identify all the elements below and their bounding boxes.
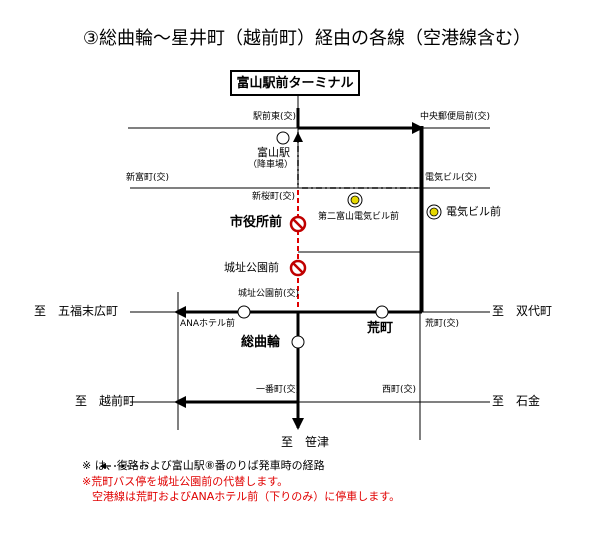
stop-sogawa: [291, 335, 305, 349]
stop-label-ana-hotel: ANAホテル前: [180, 319, 236, 329]
stop-label-toyama-station: 富山駅: [257, 146, 290, 159]
stop-aramachi: [375, 305, 389, 319]
legend-dashdot: [100, 463, 148, 469]
label-chuo-yubinkyoku: 中央郵便局前(交): [420, 112, 491, 122]
destination-sasazu: 至 笹津: [281, 435, 330, 449]
no-stop-markers: [289, 215, 307, 277]
label-ekimae-higashi: 駅前東(交): [253, 112, 297, 122]
airport-stops: [347, 192, 442, 220]
label-ichibancho: 一番町(交): [256, 385, 300, 395]
destination-futayo: 至 双代町: [492, 304, 553, 318]
note-airport-line: 空港線は荒町およびANAホテル前（下りのみ）に停車します。: [92, 490, 401, 503]
stop-label-sogawa: 総曲輪: [241, 335, 281, 350]
destination-gofuku: 至 五福末広町: [34, 304, 119, 318]
arrow-north-return: [293, 132, 303, 142]
stop-label-aramachi: 荒町: [367, 321, 394, 336]
note-return-route: ※ は、復路および富山駅⑧番のりば発車時の経路: [82, 459, 325, 472]
destination-sekikin: 至 石金: [492, 394, 541, 408]
destination-echizen: 至 越前町: [75, 394, 136, 408]
stop-label-shiyakusho: 市役所前: [230, 215, 283, 230]
label-nishicho: 西町(交): [382, 385, 417, 395]
arrow-west-south: [174, 396, 186, 408]
arrow-west-main: [174, 306, 186, 318]
stop-label-denki-building: 電気ビル前: [446, 205, 501, 218]
label-shinsakura: 新桜町(交): [252, 192, 296, 202]
street-grid: [128, 96, 490, 440]
label-shintomi: 新富町(交): [126, 173, 170, 183]
note-aramachi-substitute: ※荒町バス停を城址公園前の代替します。: [82, 475, 289, 488]
label-denki-building: 電気ビル(交): [425, 173, 478, 183]
stop-label-daini-denki: 第二富山電気ビル前: [318, 212, 400, 222]
arrow-south: [292, 418, 304, 430]
label-joshi-koen-intersection: 城址公園前(交): [238, 289, 300, 299]
main-route: [178, 108, 424, 428]
stop-toyama-station: [276, 131, 290, 145]
terminal-label: 富山駅前ターミナル: [230, 70, 360, 96]
label-arakawa: 荒町(交): [425, 319, 460, 329]
return-route: [297, 132, 418, 189]
stop-ana-hotel: [237, 305, 251, 319]
stop-label-joshi-koen: 城址公園前: [224, 261, 279, 274]
stop-label-toyama-station-sub: （降車場）: [248, 160, 294, 170]
page-title: ③総曲輪～星井町（越前町）経由の各線（空港線含む）: [82, 28, 532, 49]
arrow-east: [412, 122, 424, 134]
